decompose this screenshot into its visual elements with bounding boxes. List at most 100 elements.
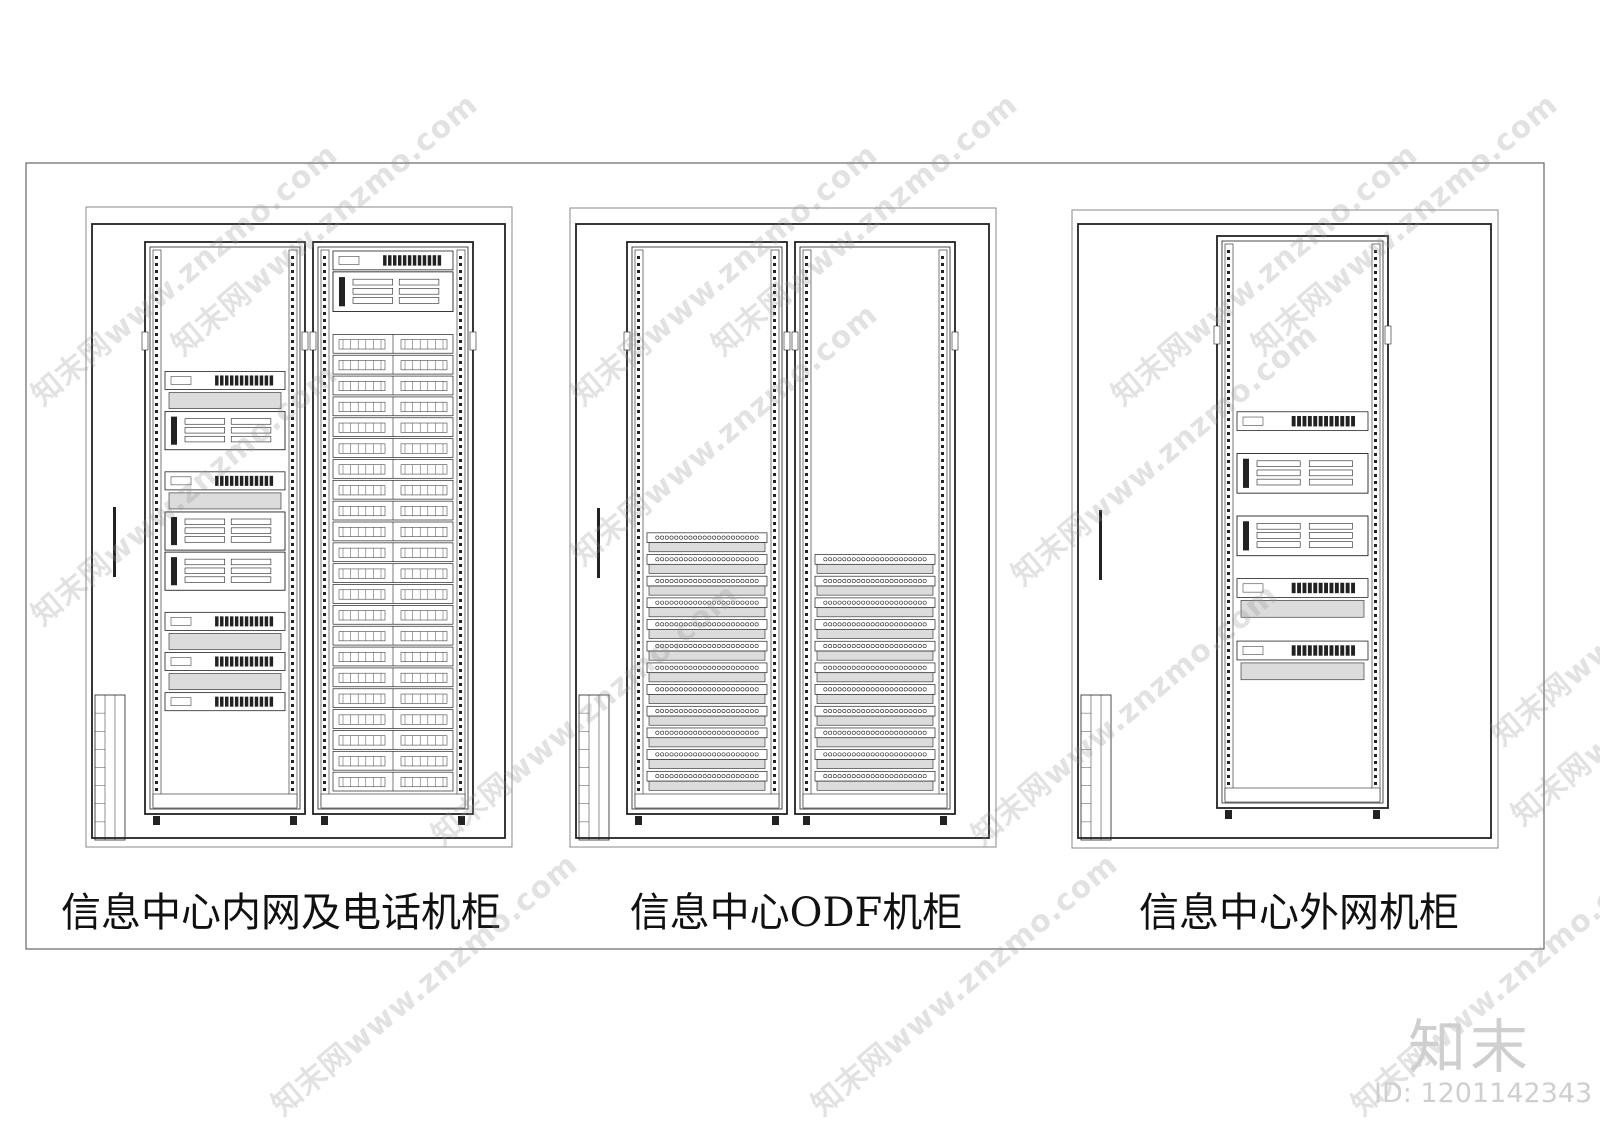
- panel-external-cabinet-0-rail-hole: [1374, 740, 1377, 743]
- panel-odf-cabinet-1-rail-hole: [941, 767, 944, 770]
- panel-internal-phone-cabinet-0-rail-hole: [155, 557, 158, 560]
- panel-odf-cabinet-1-unit-1-9-odfrow-port-18: [908, 752, 913, 757]
- panel-external-cabinet-0-unit-5-chassis-slot-a1: [1256, 532, 1301, 539]
- panel-internal-phone-cabinet-0-rail-hole: [291, 417, 294, 420]
- panel-external-cabinet-0-rail-hole: [1227, 579, 1230, 582]
- panel-internal-phone-cabinet-1-rail-hole: [459, 676, 462, 679]
- panel-internal-phone-cabinet-0-rail-hole: [291, 312, 294, 315]
- panel-internal-phone-cabinet-0-rail-hole: [291, 522, 294, 525]
- panel-internal-phone-cabinet-1-unit-3-21-patchrow-bay-1: [400, 777, 448, 788]
- panel-internal-phone-cabinet-0-rail-hole: [155, 620, 158, 623]
- panel-internal-phone-cabinet-1-unit-0-switch-port-10: [432, 255, 437, 266]
- panel-odf-cabinet-0-unit-1-6-odfrow-port-10: [702, 665, 707, 670]
- panel-odf-cabinet-0-unit-1-9-odfrow-port-18: [740, 730, 745, 735]
- panel-odf-cabinet-1-rail-hole: [805, 396, 808, 399]
- panel-odf-cabinet-1-rail-hole: [805, 319, 808, 322]
- panel-odf-cabinet-1-unit-1-2-odfrow-port-16: [899, 600, 903, 605]
- panel-internal-phone-cabinet-1-rail-hole: [459, 417, 462, 420]
- panel-internal-phone-cabinet-0-unit-5-switch-port-6: [244, 475, 249, 486]
- panel-odf-cabinet-0-rail-hole: [637, 725, 640, 728]
- panel-odf-cabinet-1-rail-hole: [805, 557, 808, 560]
- panel-odf-cabinet-0-unit-1-3-odfrow-port-13: [716, 600, 721, 605]
- panel-internal-phone-cabinet-1-rail-hole: [459, 466, 462, 469]
- panel-internal-phone-cabinet-0-rail-hole: [155, 501, 158, 504]
- panel-odf-cabinet-1-rail-hole: [941, 270, 944, 273]
- panel-odf-cabinet-0-rail-hole: [637, 718, 640, 721]
- panel-internal-phone-cabinet-0-unit-3-chassis-slot-b0: [230, 418, 272, 425]
- panel-internal-phone-cabinet-1-rail-hole: [323, 508, 326, 511]
- panel-external: [1071, 209, 1499, 849]
- panel-internal-phone-cabinet-0-unit-1-switch-port-2: [225, 375, 229, 386]
- panel-odf-cabinet-1-foot-right: [940, 816, 947, 825]
- panel-internal-phone-cabinet-1-unit-3-18-patchrow-bay-0: [338, 714, 386, 725]
- panel-odf-cabinet-1-rail-hole: [941, 662, 944, 665]
- panel-odf-cabinet-1-rail-hole: [941, 592, 944, 595]
- panel-odf-cabinet-1-rail-hole: [805, 375, 808, 378]
- panel-odf-cabinet-0-unit-1-10-odfrow-port-12: [712, 752, 717, 757]
- panel-internal-phone-cabinet-0-rail-hole: [155, 480, 158, 483]
- panel-odf-cabinet-0-unit-1-5-odfrow-port-13: [716, 644, 721, 648]
- panel-odf-cabinet-0-unit-1-11-odfrow-port-6: [683, 774, 688, 779]
- panel-internal-phone-cabinet-1-rail-hole: [459, 291, 462, 294]
- panel-internal-phone-cabinet-0: [141, 241, 309, 825]
- panel-odf-cabinet-1-rail-hole: [805, 305, 808, 308]
- panel-odf-cabinet-1-rail-hole: [941, 774, 944, 777]
- panel-odf-cabinet-0-unit-1-0-odfrow-port-2: [664, 535, 669, 540]
- panel-odf-cabinet-1-rail-hole: [805, 606, 808, 609]
- panel-external-cabinet-0-rail-hole: [1374, 523, 1377, 526]
- panel-odf-cabinet-1-unit-1-5-odfrow-port-11: [875, 665, 880, 670]
- caption-odf-cabinet: 信息中心ODF机柜: [629, 890, 963, 936]
- panel-internal-phone-cabinet-1-unit-3-2-patchrow-bay-0: [338, 381, 386, 391]
- panel-odf-cabinet-1-rail-hole: [805, 284, 808, 287]
- panel-odf-cabinet-0-rail-hole: [637, 480, 640, 483]
- panel-external-cabinet-0-hinge-left: [1213, 325, 1221, 345]
- panel-external-cabinet-0-rail-hole: [1227, 677, 1230, 680]
- panel-odf-cabinet-0-unit-1-4-odfrow-port-3: [669, 622, 674, 627]
- panel-odf-cabinet-0-unit-1-2-odfrow-port-7: [688, 579, 693, 583]
- panel-odf-cabinet-0-unit-1-3-odfrow-port-19: [745, 600, 750, 605]
- panel-internal-phone-cabinet-1-rail-hole: [323, 599, 326, 602]
- panel-external-cabinet-0-rail-hole: [1374, 593, 1377, 596]
- panel-odf-cabinet-0-rail-hole: [637, 571, 640, 574]
- panel-odf-cabinet-1-rail-hole: [941, 753, 944, 756]
- panel-internal-phone-cabinet-1-rail-hole: [323, 312, 326, 315]
- panel-odf-cabinet-1-unit-1-4-odfrow-port-5: [847, 644, 851, 648]
- panel-internal-phone-cabinet-0-rail-hole: [291, 445, 294, 448]
- panel-odf-cabinet-1-rail-hole: [805, 417, 808, 420]
- panel-external-cabinet-0-unit-3-chassis-slot-b0: [1308, 460, 1353, 467]
- panel-internal-phone-cabinet-0-rail-hole: [155, 375, 158, 378]
- panel-external-cabinet-0-rail-hole: [1227, 572, 1230, 575]
- panel-internal-phone-cabinet-1-unit-1-chassis: [332, 271, 454, 312]
- panel-odf-cabinet-1-unit-1-6-odfrow-port-21: [922, 687, 927, 692]
- panel-odf-cabinet-1-unit-1-2-odfrow-port-9: [865, 600, 870, 605]
- panel-odf-cabinet-1-unit-1-6-odfrow-port-3: [837, 687, 842, 692]
- panel-internal-phone-cabinet-0-rail-hole: [155, 487, 158, 490]
- panel-odf-cabinet-0-unit-1-2-odfrow-port-6: [683, 579, 688, 583]
- panel-internal-phone-cabinet-0-rail-hole: [155, 382, 158, 385]
- panel-odf-cabinet-1-unit-1-6-odfrow-port-15: [894, 687, 899, 692]
- panel-odf-cabinet-1: [791, 241, 959, 825]
- panel-odf-cabinet-1-unit-1-3-odfrow-port-17: [903, 622, 908, 627]
- panel-internal-phone-cabinet-0-unit-6-label: [168, 492, 282, 510]
- panel-odf-cabinet-0-rail-hole: [773, 529, 776, 532]
- panel-external-cabinet-0-rail-hole: [1374, 250, 1377, 253]
- panel-odf-cabinet-0-rail-hole: [773, 760, 776, 763]
- panel-odf-cabinet-0-unit-1-7-odfrow-port-20: [749, 687, 754, 692]
- panel-external-cabinet-0-rail-hole: [1374, 439, 1377, 442]
- panel-odf-cabinet-0-unit-1-9-odfrow-port-21: [754, 730, 759, 735]
- panel-odf-cabinet-0-unit-1-1-odfrow-port-0: [655, 557, 660, 562]
- panel-odf-cabinet-0-rail-hole: [773, 270, 776, 273]
- panel-external-cabinet-0-rail-hole: [1374, 313, 1377, 316]
- panel-odf-cabinet-1-unit-1-10-odfrow-port-4: [842, 774, 847, 779]
- panel-odf-cabinet-0-unit-1-11-odfrow-port-7: [688, 774, 693, 779]
- panel-odf-cabinet-0-unit-1-5-odfrow-port-17: [735, 644, 740, 648]
- panel-internal-phone-cabinet-0-rail-hole: [291, 340, 294, 343]
- panel-external-cabinet-0-rail-hole: [1227, 551, 1230, 554]
- panel-odf-cabinet-0-unit-1-5-odfrow-port-0: [655, 644, 660, 648]
- panel-odf-cabinet-0-unit-1-9-odfrow-port-5: [679, 730, 683, 735]
- panel-internal-phone-cabinet-0-rail-hole: [155, 396, 158, 399]
- panel-external-cabinet-0-rail-hole: [1374, 600, 1377, 603]
- panel-odf-cabinet-0-unit-1-9-odfrow-port-7: [688, 730, 693, 735]
- panel-odf-cabinet-1-unit-1-4-odfrow-port-0: [823, 644, 828, 648]
- panel-internal-phone-cabinet-0-inner-frame: [149, 246, 301, 810]
